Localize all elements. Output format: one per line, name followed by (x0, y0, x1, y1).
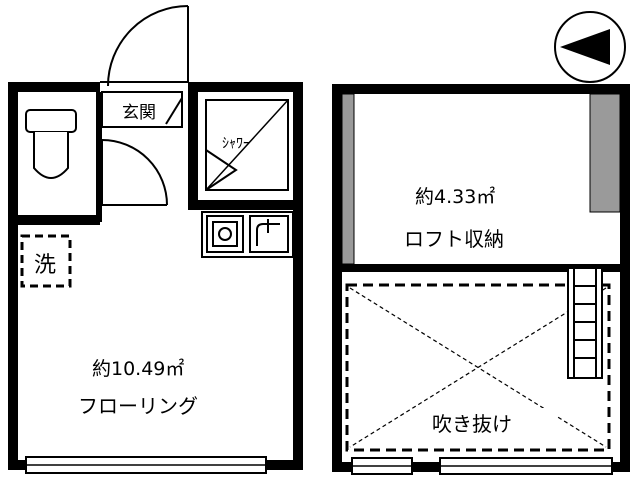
front-door (100, 5, 189, 87)
bottom-window (25, 456, 267, 474)
washer-space: 洗 (20, 234, 72, 288)
main-room-type: フローリング (78, 394, 198, 418)
shower-label: ｼｬﾜｰ (222, 136, 250, 152)
entrance-area: 玄関 (101, 91, 183, 128)
ladder-icon (567, 267, 603, 379)
first-floor: 玄関 ｼｬﾜｰ 洗 約10.49㎡ フローリン (8, 5, 303, 474)
entrance-label: 玄関 (122, 103, 156, 123)
main-room-area: 約10.49㎡ (92, 357, 184, 380)
loft-area: 約4.33㎡ (415, 185, 495, 208)
toilet-room (18, 92, 102, 225)
loft-bottom-window-right (439, 457, 613, 475)
north-arrow-icon (554, 11, 626, 83)
kitchen-counter (201, 211, 294, 258)
loft-type: ロフト収納 (404, 227, 504, 251)
shower-room: ｼｬﾜｰ (188, 92, 293, 210)
washer-label: 洗 (34, 253, 56, 278)
loft-bottom-window-left (351, 457, 413, 475)
loft-floor: 約4.33㎡ ロフト収納 吹き抜け (332, 84, 630, 475)
void-area: 吹き抜け (345, 283, 611, 452)
toilet-door (101, 139, 168, 206)
loft-gray-wall-left (341, 93, 355, 265)
loft-gray-wall-right (589, 93, 621, 213)
loft-storage-boundary (342, 264, 620, 272)
void-label: 吹き抜け (432, 412, 512, 436)
